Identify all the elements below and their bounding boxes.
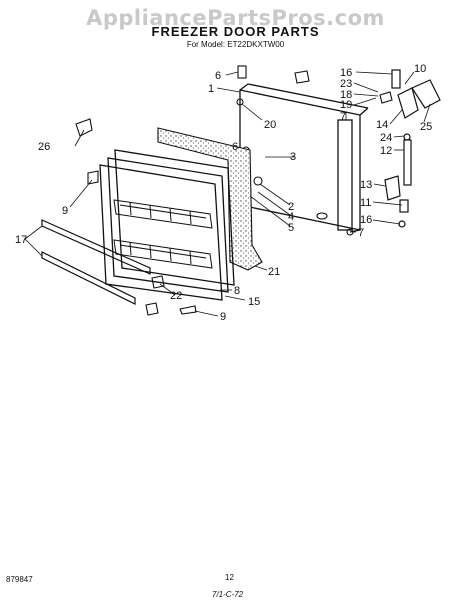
footer-mark: 7/1-C-72 bbox=[212, 590, 244, 599]
callout-2: 2 bbox=[288, 201, 294, 213]
callout-15: 15 bbox=[248, 296, 260, 308]
callout-24: 24 bbox=[380, 132, 392, 144]
callout-21: 21 bbox=[268, 266, 280, 278]
callout-5: 5 bbox=[288, 222, 294, 234]
callout-16-bottom: 16 bbox=[360, 214, 372, 226]
page-title: FREEZER DOOR PARTS bbox=[151, 24, 320, 39]
callout-20: 20 bbox=[264, 119, 276, 131]
callout-25: 25 bbox=[420, 121, 432, 133]
callout-4: 4 bbox=[288, 211, 294, 223]
callout-7-top: 7 bbox=[340, 111, 346, 123]
leader-lines bbox=[24, 71, 431, 317]
hinge-assembly bbox=[384, 69, 441, 228]
callout-22: 22 bbox=[170, 290, 182, 302]
callout-12: 12 bbox=[380, 145, 392, 157]
callout-13: 13 bbox=[360, 179, 372, 191]
callout-9-left: 9 bbox=[62, 205, 68, 217]
callout-19: 19 bbox=[340, 99, 352, 111]
callout-8: 8 bbox=[234, 285, 240, 297]
document-number: 879847 bbox=[6, 575, 33, 584]
callout-6-top: 6 bbox=[215, 70, 221, 82]
callout-10: 10 bbox=[414, 63, 426, 75]
callout-3: 3 bbox=[290, 151, 296, 163]
callout-11: 11 bbox=[360, 197, 371, 209]
callout-17: 17 bbox=[15, 234, 27, 246]
watermark: AppliancePartsPros.com bbox=[86, 6, 385, 30]
bottom-clips bbox=[145, 275, 197, 316]
door-shelves bbox=[113, 199, 213, 269]
callout-9-bottom: 9 bbox=[220, 311, 226, 323]
callout-labels: 6 1 20 6 3 2 4 5 26 9 17 21 8 15 22 9 16… bbox=[15, 63, 432, 323]
callout-14: 14 bbox=[376, 119, 388, 131]
page-number: 12 bbox=[225, 573, 234, 582]
callout-23: 23 bbox=[340, 78, 352, 90]
callout-1: 1 bbox=[208, 83, 214, 95]
callout-18: 18 bbox=[340, 89, 352, 101]
callout-6-mid: 6 bbox=[232, 141, 238, 153]
callout-7-bottom: 7 bbox=[358, 227, 364, 239]
door-bars bbox=[41, 219, 151, 305]
callout-26: 26 bbox=[38, 141, 50, 153]
callout-16-top: 16 bbox=[340, 67, 352, 79]
door-gasket bbox=[157, 127, 263, 271]
inner-liner-frame bbox=[99, 149, 235, 301]
model-subtitle: For Model: ET22DKXTW00 bbox=[186, 40, 285, 49]
